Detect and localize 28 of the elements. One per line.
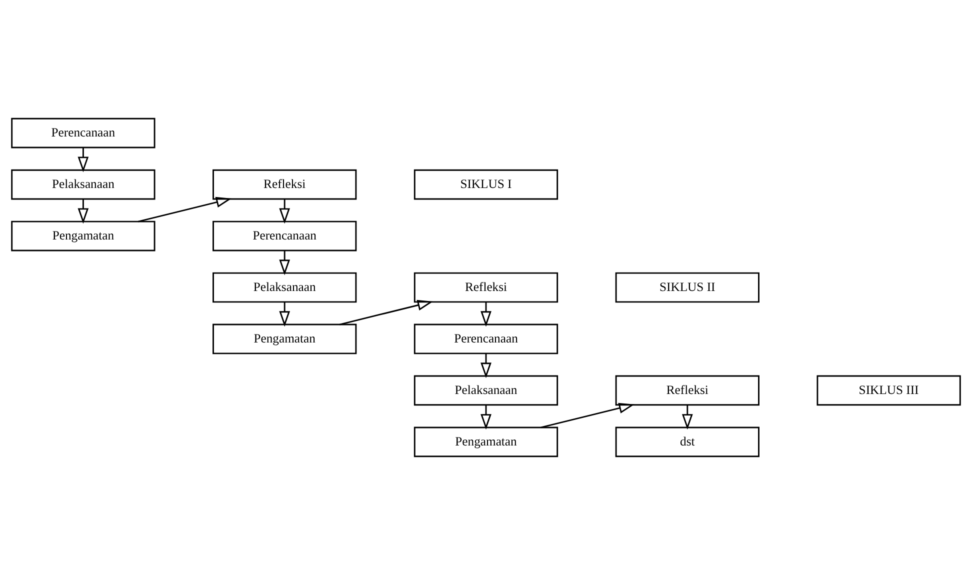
arrow	[279, 250, 290, 275]
arrow	[682, 404, 693, 430]
arrow	[540, 402, 634, 428]
node-box: Pengamatan	[212, 323, 357, 354]
node-box: Pengamatan	[11, 220, 156, 251]
arrow	[480, 352, 492, 378]
arrow	[279, 198, 290, 224]
node-box: SIKLUS II	[615, 272, 760, 302]
arrow	[138, 196, 232, 222]
node-box: SIKLUS I	[414, 168, 558, 200]
node-box: Pengamatan	[414, 426, 558, 457]
arrow	[480, 301, 492, 326]
node-box: Refleksi	[414, 272, 558, 302]
node-box: SIKLUS III	[816, 374, 961, 406]
node-box: dst	[615, 426, 760, 457]
arrow	[78, 147, 89, 172]
arrow	[480, 404, 492, 430]
node-box: Perencanaan	[11, 117, 156, 148]
arrow	[78, 198, 89, 224]
node-box: Pelaksanaan	[414, 374, 558, 406]
node-box: Perencanaan	[414, 323, 558, 354]
arrow	[339, 299, 434, 325]
node-box: Refleksi	[615, 374, 760, 406]
node-box: Pelaksanaan	[212, 272, 357, 302]
arrow	[279, 301, 290, 326]
node-box: Perencanaan	[212, 220, 357, 251]
node-box: Refleksi	[212, 168, 357, 200]
node-box: Pelaksanaan	[11, 168, 156, 200]
